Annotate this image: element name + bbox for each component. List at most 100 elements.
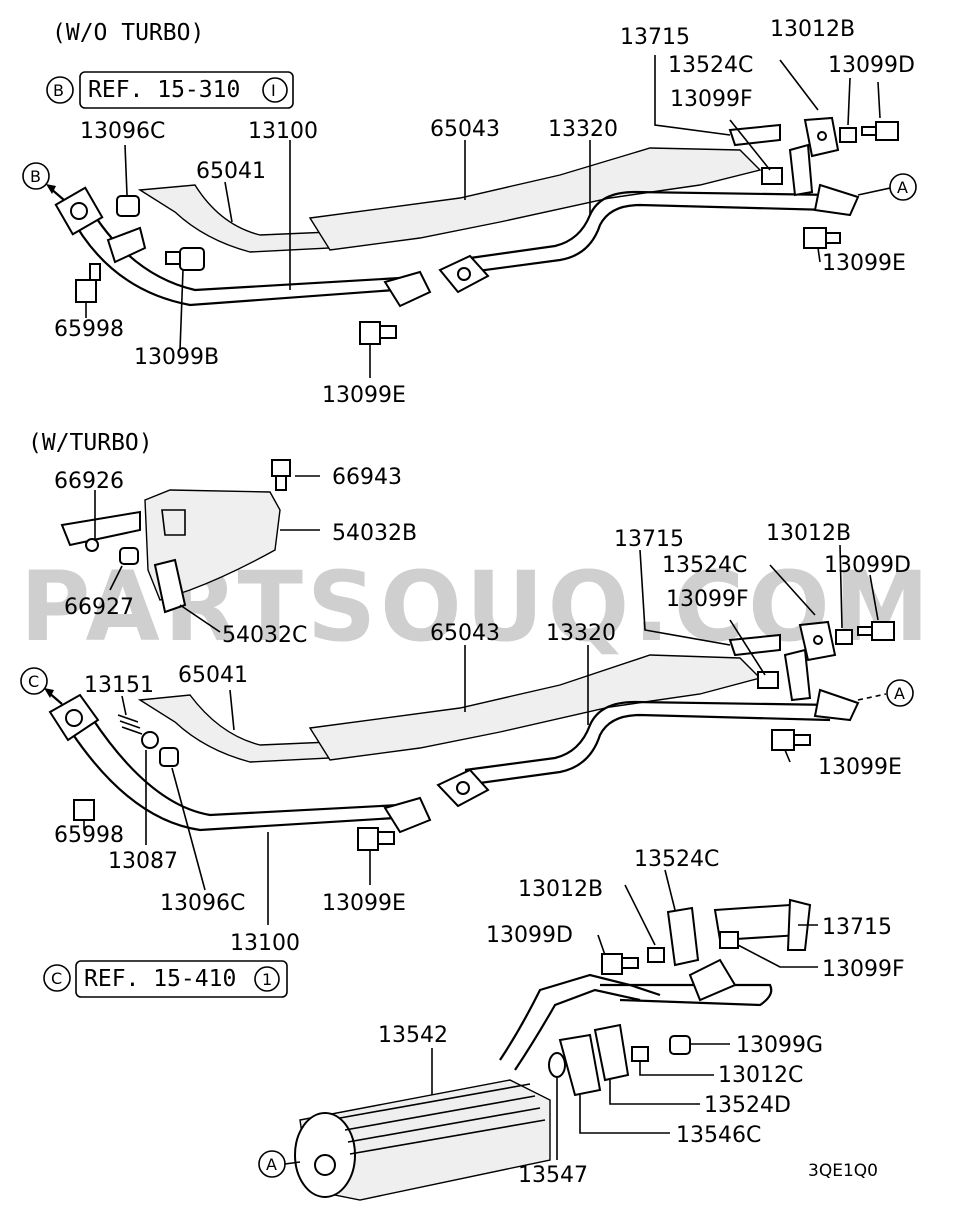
- label-65998-mid: 65998: [54, 823, 124, 848]
- bolt-13099d-bottom: [601, 953, 639, 975]
- label-65043-mid: 65043: [430, 621, 500, 646]
- bolt-13099d: [861, 121, 899, 141]
- label-66943: 66943: [332, 465, 402, 490]
- heat-protector-65043-turbo: [308, 654, 762, 761]
- center-pipe-13320-turbo: [436, 688, 860, 808]
- bolt-13099e-bottom: [359, 321, 397, 345]
- label-13524d: 13524D: [704, 1093, 791, 1118]
- label-13524c-mid: 13524C: [662, 553, 747, 578]
- label-13524c-bottom: 13524C: [634, 847, 719, 872]
- tail-pipe: [600, 958, 773, 1007]
- nut-66927: [119, 547, 139, 565]
- label-13715-bottom: 13715: [822, 915, 892, 940]
- bolt-13099e-right: [803, 227, 841, 249]
- drawing-code: 3QE1Q0: [808, 1161, 878, 1181]
- bolt-13099e-right-turbo: [771, 729, 811, 751]
- label-66926: 66926: [54, 469, 124, 494]
- label-13542: 13542: [378, 1023, 448, 1048]
- ref-box-b[interactable]: B REF. 15-310 I: [46, 71, 294, 109]
- bolt-13099g: [669, 1035, 691, 1055]
- bushing-13012b: [839, 127, 857, 143]
- section-without-turbo: (W/O TURBO) B REF. 15-310 I B: [22, 17, 917, 408]
- section-muffler: A 13524C 13012B 13715 13099D 13099F 1354…: [258, 847, 905, 1201]
- label-13547: 13547: [518, 1163, 588, 1188]
- marker-b-letter: B: [30, 167, 41, 186]
- ref-b-letter: B: [53, 81, 64, 100]
- bolt-66943: [271, 459, 291, 491]
- hanger-bracket-13715: [728, 116, 840, 197]
- label-13099e-right-mid: 13099E: [818, 755, 902, 780]
- label-13100-mid: 13100: [230, 931, 300, 956]
- bushing-13547: [548, 1052, 566, 1078]
- front-pipe-13100: [54, 186, 432, 308]
- label-54032b: 54032B: [332, 521, 417, 546]
- main-muffler-13542: [294, 973, 661, 1201]
- label-13099d-top: 13099D: [828, 53, 915, 78]
- heat-protector-65043: [308, 147, 762, 251]
- label-13099f-bottom: 13099F: [822, 957, 905, 982]
- label-13320-top: 13320: [548, 117, 618, 142]
- marker-a-top: A: [857, 173, 917, 201]
- label-13099b-top: 13099B: [134, 345, 219, 370]
- bolt-13099b: [165, 247, 205, 271]
- label-54032c: 54032C: [222, 623, 307, 648]
- marker-c-letter: C: [28, 672, 39, 691]
- ref-c-letter: C: [51, 969, 62, 988]
- bolt-13099f-turbo: [757, 671, 779, 689]
- hanger-13524d: [593, 1023, 630, 1082]
- label-13546c: 13546C: [676, 1123, 761, 1148]
- washer-13087: [141, 731, 159, 749]
- front-pipe-13100-turbo: [48, 693, 432, 834]
- bolt-65998: [75, 263, 101, 303]
- label-13099g: 13099G: [736, 1033, 823, 1058]
- label-13099e-bottom-top: 13099E: [322, 383, 406, 408]
- label-13012b-bottom: 13012B: [518, 877, 603, 902]
- section-title-with-turbo: (W/TURBO): [28, 430, 153, 456]
- marker-a-mid-letter: A: [894, 684, 905, 703]
- bolt-65998-turbo: [73, 799, 95, 821]
- marker-b: B: [22, 162, 65, 201]
- hanger-13524c-bottom: [666, 906, 700, 967]
- label-13524c-top: 13524C: [668, 53, 753, 78]
- label-13715-mid: 13715: [614, 527, 684, 552]
- label-13012c: 13012C: [718, 1063, 803, 1088]
- label-13099f-mid: 13099F: [666, 587, 749, 612]
- nut-13096c-turbo: [159, 747, 179, 767]
- bolt-13099d-turbo: [857, 621, 895, 641]
- marker-a-bottom: A: [258, 1150, 301, 1178]
- label-13100-top: 13100: [248, 119, 318, 144]
- section-with-turbo: (W/TURBO) C: [20, 430, 914, 998]
- ref-box-c[interactable]: C REF. 15-410 1: [43, 960, 288, 998]
- label-13099f-top: 13099F: [670, 87, 753, 112]
- marker-c: C: [20, 667, 63, 705]
- heat-protector-65041: [137, 184, 331, 253]
- bracket-13546c: [558, 1033, 602, 1097]
- label-13012b-mid: 13012B: [766, 521, 851, 546]
- bracket-54032c: [153, 558, 187, 614]
- label-13320-mid: 13320: [546, 621, 616, 646]
- marker-a-top-letter: A: [897, 178, 908, 197]
- section-title-without-turbo: (W/O TURBO): [52, 20, 204, 46]
- label-65041-mid: 65041: [178, 663, 248, 688]
- ref-b-page: I: [271, 81, 276, 100]
- label-66927: 66927: [64, 595, 134, 620]
- bracket-66926: [60, 510, 141, 547]
- marker-a-mid: A: [857, 679, 914, 707]
- bushing-13012c: [631, 1046, 649, 1062]
- ref-c-page: 1: [262, 970, 272, 989]
- bolt-13099f: [761, 167, 783, 185]
- bolt-13099f-bottom: [719, 931, 739, 949]
- label-65041-top: 65041: [196, 159, 266, 184]
- label-13087: 13087: [108, 849, 178, 874]
- label-13096c-top: 13096C: [80, 119, 165, 144]
- label-13099d-mid: 13099D: [824, 553, 911, 578]
- label-13099d-bottom: 13099D: [486, 923, 573, 948]
- label-13151: 13151: [84, 673, 154, 698]
- pipe-bracket: [106, 226, 147, 264]
- label-13099e-bottom-mid: 13099E: [322, 891, 406, 916]
- label-13012b-top: 13012B: [770, 17, 855, 42]
- ref-b-text: REF. 15-310: [88, 77, 240, 103]
- bolt-13099e-bottom-turbo: [357, 827, 395, 851]
- bushing-13012b-bottom: [647, 947, 665, 963]
